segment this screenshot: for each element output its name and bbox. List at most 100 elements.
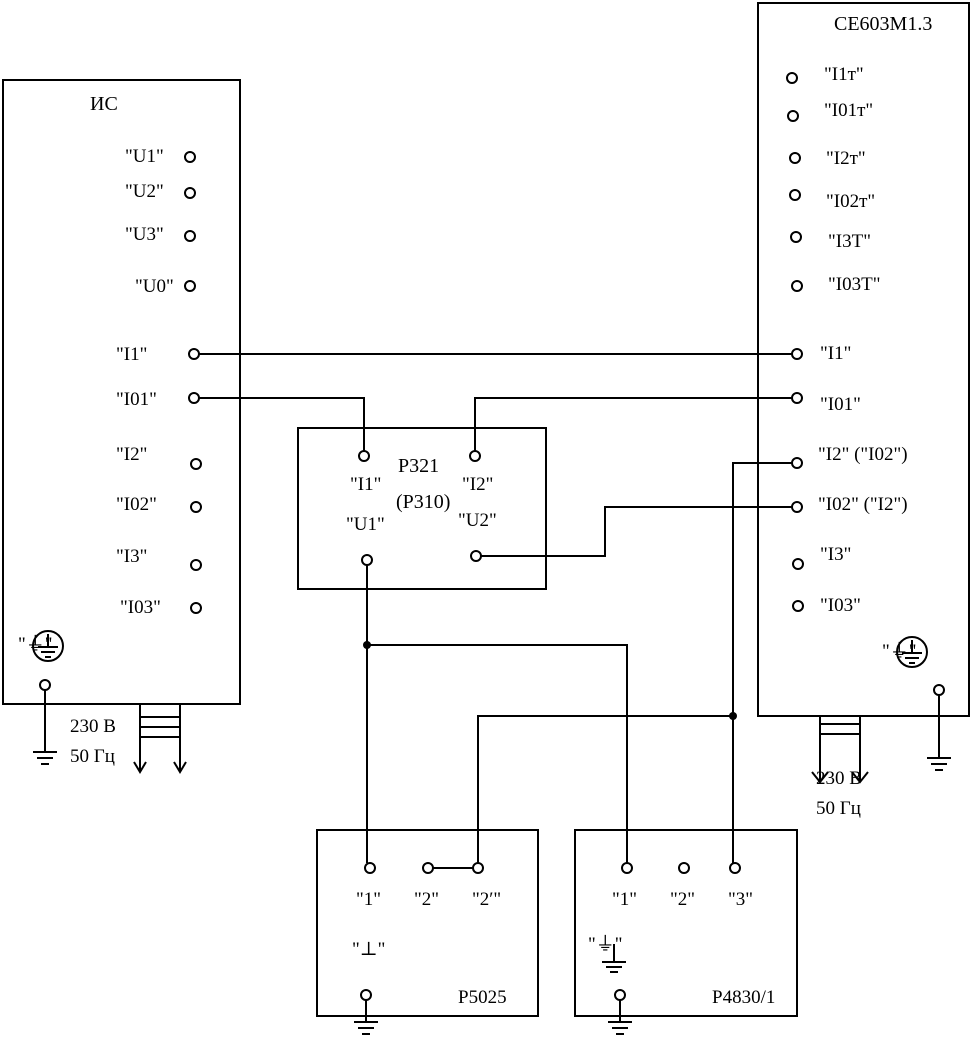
junction-dot-i2 <box>729 712 737 720</box>
wire-ce-i2-to-p4830-3 <box>732 462 792 863</box>
p321-box <box>297 427 547 590</box>
p5025-term-1-label: "1" <box>356 889 381 910</box>
p4830-term-2[interactable] <box>678 862 690 874</box>
device-p321: Р321 (Р310) "I1" "I2" "U1" "U2" <box>297 427 547 590</box>
is-term-u3[interactable] <box>184 230 196 242</box>
p321-term-u1-label: "U1" <box>346 514 385 535</box>
is-term-i03-label: "I03" <box>120 597 161 618</box>
p4830-box <box>574 829 798 1017</box>
is-ground-label: "⏚" <box>18 634 53 655</box>
is-earth-icon <box>33 751 57 765</box>
is-term-u1[interactable] <box>184 151 196 163</box>
is-term-u1-label: "U1" <box>125 146 164 167</box>
ce-term-i02[interactable] <box>791 501 803 513</box>
p321-term-u2-label: "U2" <box>458 510 497 531</box>
p4830-earth-icon <box>608 1021 632 1035</box>
ce-term-i03t[interactable] <box>791 280 803 292</box>
ce-term-i02-label: "I02" ("I2") <box>818 494 908 515</box>
p4830-term-3-label: "3" <box>728 889 753 910</box>
is-term-u3-label: "U3" <box>125 224 164 245</box>
p5025-term-2[interactable] <box>422 862 434 874</box>
p321-term-u2[interactable] <box>470 550 482 562</box>
p321-term-u1[interactable] <box>361 554 373 566</box>
is-term-i1-label: "I1" <box>116 344 147 365</box>
is-term-i1[interactable] <box>188 348 200 360</box>
is-term-i02[interactable] <box>190 501 202 513</box>
ce-power-voltage: 230 В <box>816 768 862 789</box>
is-power-voltage: 230 В <box>70 716 116 737</box>
ce-term-i2t-label: "I2т" <box>826 148 866 169</box>
is-term-i2[interactable] <box>190 458 202 470</box>
ce-term-i3-label: "I3" <box>820 544 851 565</box>
p4830-term-1-label: "1" <box>612 889 637 910</box>
is-term-i03[interactable] <box>190 602 202 614</box>
ce-box <box>757 2 970 717</box>
ce-term-i2[interactable] <box>791 457 803 469</box>
p5025-term-1[interactable] <box>364 862 376 874</box>
is-term-u2-label: "U2" <box>125 181 164 202</box>
ce-term-i03t-label: "I03Т" <box>828 274 880 295</box>
ce-term-i1[interactable] <box>791 348 803 360</box>
ce-term-i02t[interactable] <box>789 189 801 201</box>
is-term-i3-label: "I3" <box>116 546 147 567</box>
p4830-term-3[interactable] <box>729 862 741 874</box>
ce-term-i2-label: "I2" ("I02") <box>818 444 908 465</box>
ce-term-i1-label: "I1" <box>820 343 851 364</box>
ce-ground-label: "⏚" <box>882 641 917 662</box>
is-term-i01-label: "I01" <box>116 389 157 410</box>
p5025-term-2prime[interactable] <box>472 862 484 874</box>
p5025-ground-label: "⊥" <box>352 939 385 960</box>
p4830-title: Р4830/1 <box>712 987 775 1008</box>
device-is: ИС "U1" "U2" "U3" "U0" "I1" "I01" "I2" "… <box>2 79 241 774</box>
is-title: ИС <box>90 93 118 115</box>
wire-p321-i2-to-ce-i01 <box>474 397 792 451</box>
is-ground-terminal[interactable] <box>39 679 51 691</box>
p321-term-i2[interactable] <box>469 450 481 462</box>
is-term-i02-label: "I02" <box>116 494 157 515</box>
is-box <box>2 79 241 705</box>
ce-term-i2t[interactable] <box>789 152 801 164</box>
ce-power-cable-icon <box>811 716 869 784</box>
junction-dot-u1 <box>363 641 371 649</box>
is-power-frequency: 50 Гц <box>70 746 115 767</box>
p4830-term-1[interactable] <box>621 862 633 874</box>
p5025-title: Р5025 <box>458 987 507 1008</box>
is-term-u0-label: "U0" <box>135 276 174 297</box>
p321-term-i1[interactable] <box>358 450 370 462</box>
ce-term-i3[interactable] <box>792 558 804 570</box>
p5025-earth-icon <box>354 1021 378 1035</box>
p4830-ground-symbol-icon <box>602 944 626 973</box>
p4830-ground-label: "⏚" <box>588 934 623 955</box>
p5025-box <box>316 829 539 1017</box>
ce-term-i03[interactable] <box>792 600 804 612</box>
ce-ground-symbol-icon <box>896 636 928 668</box>
p4830-ground-terminal[interactable] <box>614 989 626 1001</box>
wire-junction-to-p5025-2prime <box>477 715 733 863</box>
ce-term-i3t[interactable] <box>790 231 802 243</box>
wire-i01-to-p321-i1 <box>199 397 365 451</box>
wire-u1-junction-to-p4830-1 <box>367 644 628 863</box>
ce-ground-terminal[interactable] <box>933 684 945 696</box>
p5025-ground-terminal[interactable] <box>360 989 372 1001</box>
is-term-u2[interactable] <box>184 187 196 199</box>
ce-term-i01-label: "I01" <box>820 394 861 415</box>
ce-term-i3t-label: "I3Т" <box>828 231 871 252</box>
ce-term-i01[interactable] <box>791 392 803 404</box>
is-term-i3[interactable] <box>190 559 202 571</box>
is-term-i2-label: "I2" <box>116 444 147 465</box>
ce-term-i1t[interactable] <box>786 72 798 84</box>
is-term-u0[interactable] <box>184 280 196 292</box>
ce-term-i01t-label: "I01т" <box>824 100 873 121</box>
p321-subtitle: (Р310) <box>396 491 450 513</box>
ce-term-i1t-label: "I1т" <box>824 64 864 85</box>
wire-p321-u2-to-ce-i02 <box>481 506 792 557</box>
p321-term-i2-label: "I2" <box>462 474 493 495</box>
ce-term-i01t[interactable] <box>787 110 799 122</box>
device-p5025: "1" "2" "2′" "⊥" Р5025 <box>316 829 539 1035</box>
ce-earth-icon <box>927 757 951 771</box>
is-term-i01[interactable] <box>188 392 200 404</box>
ce-term-i03-label: "I03" <box>820 595 861 616</box>
p5025-term-2prime-label: "2′" <box>472 889 501 910</box>
is-ground-symbol-icon <box>32 630 64 662</box>
